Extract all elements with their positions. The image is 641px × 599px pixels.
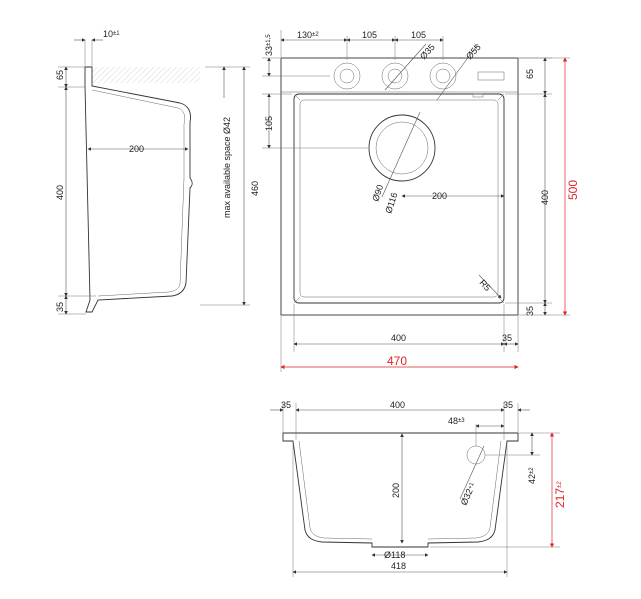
side-dim-400: 400	[55, 185, 65, 200]
max-space-label: max available space Ø42	[222, 117, 232, 218]
countertop-hatch	[92, 67, 200, 83]
side-dim-35: 35	[55, 302, 65, 312]
top-view: 130±2 105 105 33±1,5 Ø35 Ø55 105 Ø90 Ø11…	[262, 30, 580, 372]
front-dim-35-right: 35	[503, 400, 513, 410]
top-dim-105a: 105	[362, 30, 377, 40]
top-outer-rim	[280, 57, 519, 316]
overflow-hole	[466, 445, 486, 465]
front-dim-d32: Ø32+1	[459, 480, 478, 506]
front-dim-200: 200	[391, 483, 401, 498]
front-dim-418: 418	[391, 561, 406, 571]
top-dim-35-bottom: 35	[502, 333, 512, 343]
tap-hole-middle	[381, 62, 409, 90]
front-sink-profile	[282, 432, 519, 548]
top-dim-400-bottom: 400	[391, 333, 406, 343]
top-bowl	[293, 93, 505, 304]
front-dim-d118: Ø118	[384, 550, 405, 560]
side-dim-460: 460	[250, 181, 260, 196]
front-dim-35-left: 35	[281, 400, 291, 410]
top-dim-200: 200	[432, 191, 447, 201]
top-dim-130: 130±2	[297, 30, 319, 40]
side-sink-profile	[84, 66, 193, 313]
top-dim-d116: Ø116	[383, 191, 399, 214]
drain-inner	[375, 121, 429, 175]
front-dim-42: 42±2	[527, 467, 537, 484]
top-dim-105-side: 105	[264, 116, 274, 131]
front-dim-48: 48±3	[448, 416, 465, 426]
tap-hole-right	[429, 62, 457, 90]
front-dim-217: 217±2	[553, 481, 567, 508]
top-dim-d90: Ø90	[370, 183, 385, 202]
front-sink-inner	[298, 440, 373, 540]
overflow-slot	[477, 71, 505, 81]
side-sink-inner	[91, 89, 185, 297]
flange-thickness-label: 10±1	[103, 29, 120, 39]
top-dim-33: 33±1,5	[264, 34, 274, 56]
top-dim-105b: 105	[411, 30, 426, 40]
top-dim-65: 65	[525, 69, 535, 79]
side-dim-200: 200	[129, 144, 144, 154]
top-dim-35-side: 35	[525, 306, 535, 316]
top-dim-r5: R5	[478, 278, 493, 293]
tap-hole-left	[333, 62, 361, 90]
side-dim-65: 65	[55, 70, 65, 80]
front-section-view: 35 400 35 48±3 200 Ø32+1 42±2 217±2 Ø118…	[270, 400, 567, 577]
top-dim-400-side: 400	[540, 190, 550, 205]
side-section-view: 10±1 65 400 35 200 max available space Ø…	[55, 29, 260, 315]
drain-outer	[368, 114, 436, 182]
front-dim-400: 400	[390, 400, 405, 410]
top-dim-500: 500	[566, 180, 580, 200]
top-dim-470: 470	[387, 354, 407, 368]
